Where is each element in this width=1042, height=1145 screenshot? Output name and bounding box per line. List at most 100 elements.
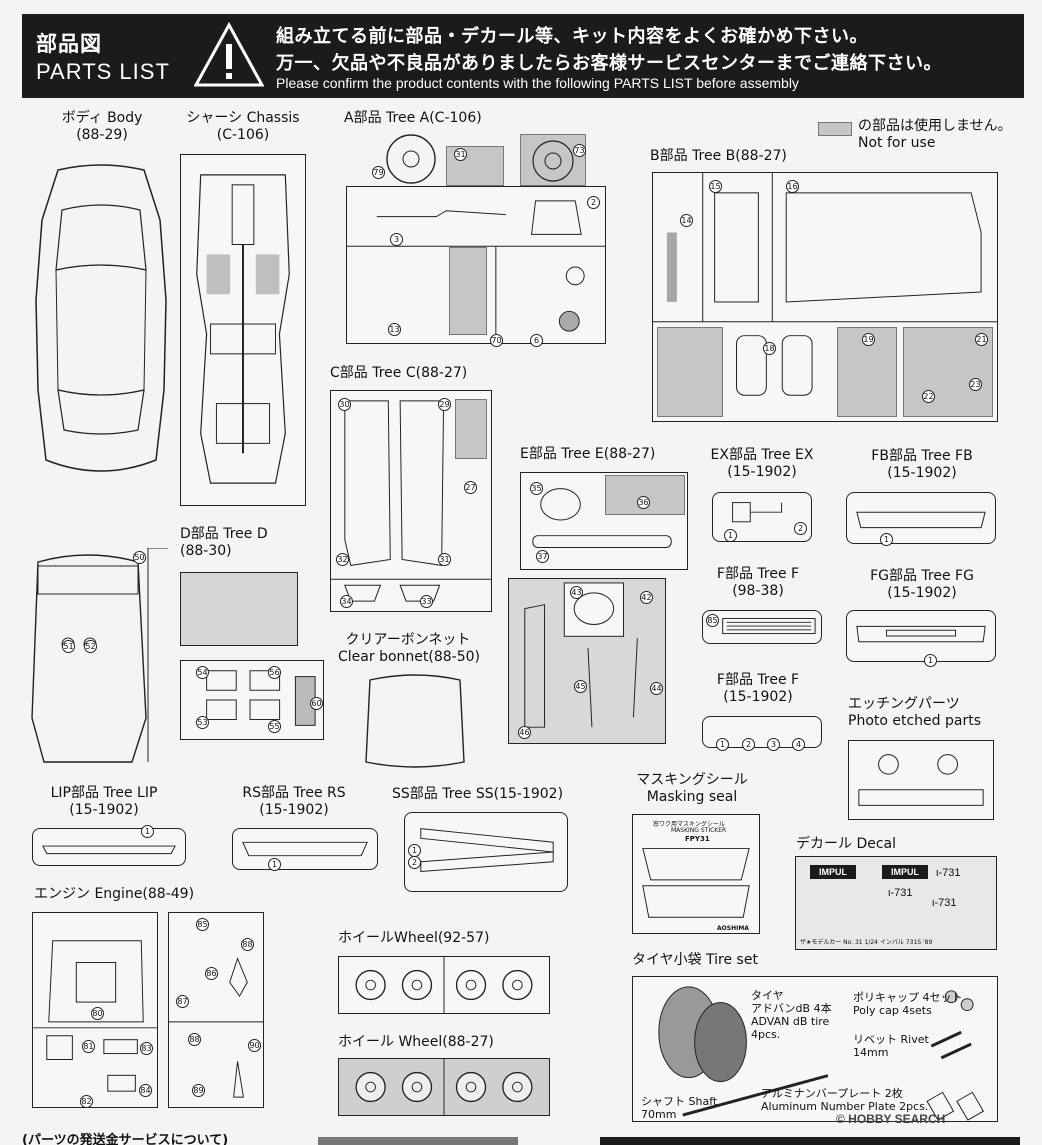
part-number: 80	[91, 1007, 104, 1020]
part-number: 81	[82, 1040, 95, 1053]
part-number: 1	[880, 533, 893, 546]
part-number: 27	[464, 481, 477, 494]
engine-part	[32, 912, 158, 1108]
part-number: 70	[490, 334, 503, 347]
part-number: 85	[196, 918, 209, 931]
part-number: 50	[133, 551, 146, 564]
tree-c-part	[330, 390, 492, 612]
clear-bonnet-part	[365, 674, 465, 768]
part-number: 43	[570, 586, 583, 599]
tree-a-label: A部品 Tree A(C-106)	[344, 110, 482, 126]
tree-ss-label: SS部品 Tree SS(15-1902)	[392, 786, 564, 802]
header-banner: 部品図 PARTS LIST 組み立てる前に部品・デカール等、キット内容をよくお…	[22, 14, 1024, 98]
part-number: 36	[637, 496, 650, 509]
part-number: 21	[975, 333, 988, 346]
part-number: 79	[372, 166, 385, 179]
part-number: 16	[786, 180, 799, 193]
notice-jp-line2: 万一、欠品や不良品がありましたらお客様サービスセンターまでご連絡下さい。	[276, 53, 942, 74]
part-number: 90	[248, 1039, 261, 1052]
legend-text: の部品は使用しません。Not for use	[858, 118, 1012, 151]
part-number: 88	[188, 1033, 201, 1046]
tree-fg-label: FG部品 Tree FG(15-1902)	[870, 568, 974, 601]
part-number: 1	[141, 825, 154, 838]
part-number: 85	[706, 614, 719, 627]
tree-b-part	[652, 172, 998, 422]
plate-text: アルミナンバープレート 2枚 Aluminum Number Plate 2pc…	[761, 1087, 929, 1113]
notice-jp-line1: 組み立てる前に部品・デカール等、キット内容をよくお確かめ下さい。	[276, 26, 868, 47]
part-number: 23	[969, 378, 982, 391]
title-jp: 部品図	[36, 32, 102, 56]
tree-f1-part	[702, 610, 822, 644]
part-number: 33	[420, 595, 433, 608]
footer-divider-dark	[600, 1137, 1020, 1145]
title-en: PARTS LIST	[36, 59, 170, 84]
part-number: 87	[176, 995, 189, 1008]
wheel-1-label: ホイールWheel(92-57)	[338, 930, 490, 946]
part-number: 1	[268, 858, 281, 871]
part-number: 2	[742, 738, 755, 751]
decal-footer: ザ★モデルカー No. 31 1/24 インパル 731S '89	[800, 939, 933, 946]
part-number: 55	[268, 720, 281, 733]
engine-label: エンジン Engine(88-49)	[34, 886, 195, 902]
wheel-2-label: ホイール Wheel(88-27)	[338, 1034, 494, 1050]
part-number: 18	[763, 342, 776, 355]
body-label: ボディ Body(88-29)	[61, 110, 143, 143]
part-number: 2	[794, 522, 807, 535]
part-number: 34	[340, 595, 353, 608]
part-number: 1	[924, 654, 937, 667]
part-number: 46	[518, 726, 531, 739]
part-number: 15	[709, 180, 722, 193]
tree-b-unused-17	[657, 327, 723, 417]
part-number: 3	[390, 233, 403, 246]
part-number: 53	[196, 716, 209, 729]
part-number: 14	[680, 214, 693, 227]
rear-body-part	[31, 548, 168, 763]
footer-bar: (パーツの発送金サービスについて)	[0, 1131, 1042, 1145]
tree-a-wheel	[532, 140, 574, 182]
tree-fg-part	[846, 610, 996, 662]
tree-ss-part	[404, 812, 568, 892]
rivet-text: リベット Rivet 14mm	[853, 1033, 929, 1059]
decal-number: ι-731	[936, 867, 961, 879]
part-number: 60	[310, 697, 323, 710]
part-number: 83	[140, 1042, 153, 1055]
part-number: 2	[408, 856, 421, 869]
wheel-1-part	[338, 956, 550, 1014]
part-number: 2	[587, 196, 600, 209]
part-number: 51	[62, 640, 75, 653]
part-number: 84	[139, 1084, 152, 1097]
tree-c-label: C部品 Tree C(88-27)	[330, 365, 468, 381]
decal-number: ι-731	[888, 887, 913, 899]
part-number: 82	[80, 1095, 93, 1108]
watermark: © HOBBY SEARCH	[836, 1112, 946, 1126]
masking-sheet: 窓ワク用マスキングシール MASKING STICKER FPY31 AOSHI…	[632, 814, 760, 934]
part-number: 54	[196, 666, 209, 679]
part-number: 35	[530, 482, 543, 495]
tree-fb-part	[846, 492, 996, 544]
part-number: 1	[716, 738, 729, 751]
part-number: 88	[241, 938, 254, 951]
not-for-use-swatch	[818, 122, 852, 136]
part-number: 31	[438, 553, 451, 566]
tree-a-disc	[386, 134, 436, 184]
tree-a-part	[346, 186, 606, 344]
body-part	[35, 164, 167, 472]
part-number: 22	[922, 390, 935, 403]
decal-number: ι-731	[932, 897, 957, 909]
part-number: 89	[192, 1084, 205, 1097]
part-number: 31	[454, 148, 467, 161]
tree-d-plate	[180, 572, 298, 646]
part-number: 13	[388, 323, 401, 336]
part-number: 32	[336, 553, 349, 566]
tree-c-unused	[455, 399, 487, 459]
wheel-2-part	[338, 1058, 550, 1116]
decal-badge: IMPUL	[810, 865, 856, 879]
part-number: 73	[573, 144, 586, 157]
tree-f1-label: F部品 Tree F(98-38)	[716, 566, 800, 599]
tree-fb-label: FB部品 Tree FB(15-1902)	[871, 448, 973, 481]
part-number: 30	[338, 398, 351, 411]
tree-b-label: B部品 Tree B(88-27)	[650, 148, 787, 164]
part-number: 44	[650, 682, 663, 695]
